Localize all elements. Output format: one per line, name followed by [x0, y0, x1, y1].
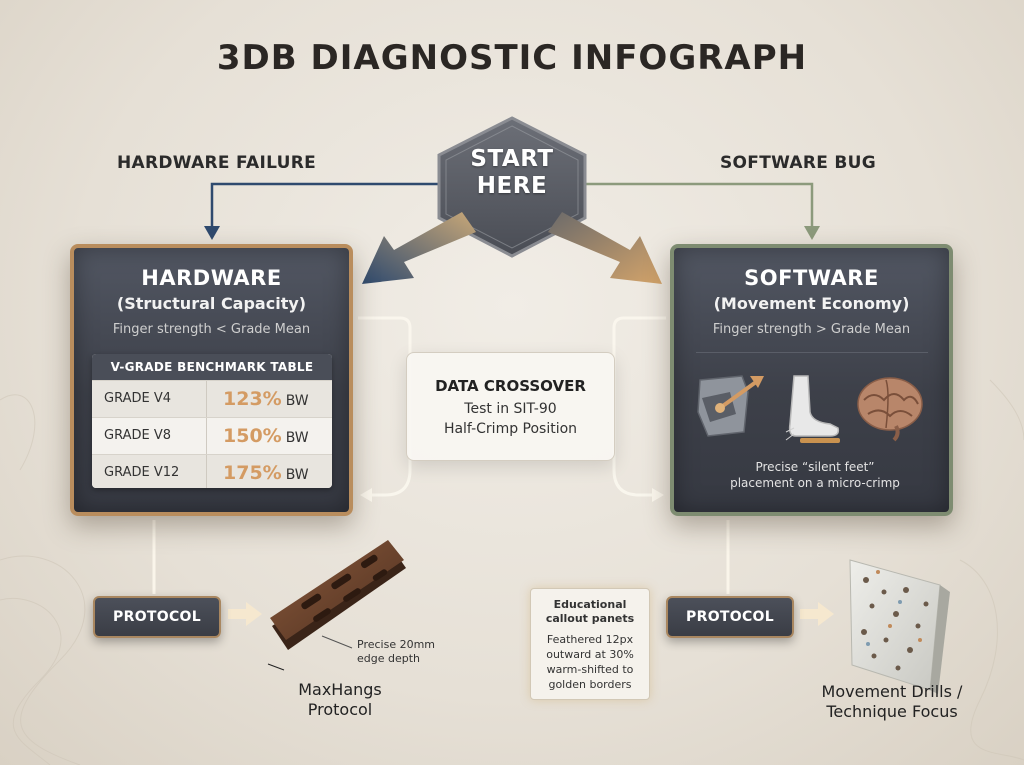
- grade-cell: GRADE V4: [92, 381, 207, 417]
- hardware-protocol-button[interactable]: PROTOCOL: [93, 596, 221, 638]
- data-crossover-box: DATA CROSSOVER Test in SIT-90 Half-Crimp…: [406, 352, 615, 461]
- pct-value: 123%: [223, 388, 282, 410]
- unit: BW: [285, 430, 309, 446]
- climbing-wall-illustration: [849, 559, 950, 694]
- start-line-1: START: [470, 146, 554, 172]
- edge-note-line-1: Precise 20mm: [357, 638, 436, 651]
- crossover-title: DATA CROSSOVER: [435, 377, 586, 395]
- maxhangs-line-2: Protocol: [307, 700, 373, 719]
- hip-lever-icon: [697, 375, 764, 437]
- page-title: 3DB DIAGNOSTIC INFOGRAPH: [216, 38, 808, 78]
- pct-value: 150%: [223, 425, 282, 447]
- movement-drills-caption: Movement Drills / Technique Focus: [810, 682, 974, 722]
- left-branch-arrowhead: [204, 226, 220, 240]
- software-protocol-button[interactable]: PROTOCOL: [666, 596, 794, 638]
- grade-cell: GRADE V12: [92, 455, 207, 488]
- software-caption: Precise “silent feet” placement on a mic…: [690, 459, 940, 491]
- drills-line-2: Technique Focus: [826, 702, 958, 721]
- callout-line: Feathered 12px: [546, 633, 634, 646]
- callout-line: outward at 30%: [546, 648, 634, 661]
- software-protocol-arrow: [800, 602, 834, 626]
- unit: BW: [285, 467, 309, 483]
- table-row: GRADE V8 150%BW: [92, 417, 332, 454]
- callout-line: golden borders: [548, 678, 632, 691]
- unit: BW: [285, 393, 309, 409]
- hardware-arrow: [362, 212, 476, 284]
- software-caption-line-2: placement on a micro-crimp: [730, 476, 900, 490]
- software-arrow: [548, 212, 662, 284]
- software-title: SOFTWARE: [744, 266, 879, 290]
- hardware-condition: Finger strength < Grade Mean: [112, 322, 311, 337]
- left-branch-line: [210, 182, 440, 230]
- software-condition: Finger strength > Grade Mean: [712, 322, 911, 337]
- topo-contours: [0, 379, 1024, 765]
- edge-depth-note: Precise 20mm edge depth: [357, 638, 435, 666]
- hardware-title: HARDWARE: [141, 266, 282, 290]
- educational-callout-panel: Educational callout panets Feathered 12p…: [530, 588, 650, 700]
- callout-line: warm-shifted to: [546, 663, 634, 676]
- software-icons: [697, 375, 923, 443]
- right-branch-line: [584, 182, 814, 230]
- hangboard-illustration: [270, 540, 406, 650]
- value-cell: 123%BW: [207, 381, 332, 417]
- table-row: GRADE V4 123%BW: [92, 380, 332, 417]
- benchmark-table-header: V-GRADE BENCHMARK TABLE: [92, 354, 332, 380]
- hardware-protocol-arrow: [228, 602, 262, 626]
- crossover-line-1: Test in SIT-90: [464, 401, 557, 417]
- software-subtitle: (Movement Economy): [713, 294, 910, 313]
- start-here-label[interactable]: START HERE: [452, 146, 572, 200]
- callout-title-line-1: Educational: [553, 598, 627, 611]
- hardware-subtitle: (Structural Capacity): [116, 294, 307, 313]
- start-line-2: HERE: [476, 173, 548, 199]
- foot-icon: [785, 375, 840, 443]
- grade-cell: GRADE V8: [92, 418, 207, 454]
- right-branch-arrowhead: [804, 226, 820, 240]
- start-hexagon[interactable]: [437, 116, 587, 258]
- hardware-failure-label: HARDWARE FAILURE: [117, 153, 317, 173]
- maxhangs-line-1: MaxHangs: [298, 680, 382, 699]
- benchmark-table: V-GRADE BENCHMARK TABLE GRADE V4 123%BW …: [92, 354, 332, 488]
- edge-note-line-2: edge depth: [357, 652, 421, 665]
- table-row: GRADE V12 175%BW: [92, 454, 332, 488]
- software-caption-line-1: Precise “silent feet”: [755, 460, 875, 474]
- maxhangs-caption: MaxHangs Protocol: [270, 680, 410, 720]
- value-cell: 150%BW: [207, 418, 332, 454]
- pct-value: 175%: [223, 462, 282, 484]
- brain-icon: [857, 377, 923, 442]
- callout-title: Educational callout panets: [531, 598, 649, 626]
- software-bug-label: SOFTWARE BUG: [720, 153, 876, 173]
- callout-title-line-2: callout panets: [545, 612, 635, 625]
- drills-line-1: Movement Drills /: [821, 682, 963, 701]
- value-cell: 175%BW: [207, 455, 332, 488]
- crossover-line-2: Half-Crimp Position: [443, 421, 578, 437]
